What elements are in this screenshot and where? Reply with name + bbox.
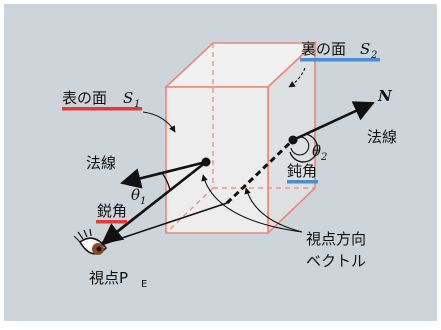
normal-vector-label: N: [377, 87, 393, 105]
obtuse-angle-label: 鈍角: [287, 162, 317, 180]
viewpoint-label: 視点P: [89, 269, 128, 287]
cube-front-face: [165, 86, 269, 234]
back-face-symbol: S: [360, 40, 370, 58]
acute-angle-label: 鋭角: [97, 202, 127, 220]
theta2-subscript: 2: [320, 152, 327, 163]
view-vector-arrow: [101, 160, 207, 245]
view-direction-label-line1: 視点方向: [306, 230, 366, 248]
acute-angle-arc: [161, 172, 171, 191]
back-face-leader: [288, 67, 306, 88]
theta1-label: θ: [131, 186, 140, 204]
obtuse-angle-arc-inner: [290, 136, 310, 156]
front-face-subscript: 1: [134, 99, 140, 110]
obtuse-angle-underline: [287, 180, 318, 184]
theta1-subscript: 1: [140, 196, 146, 207]
cube-hidden-edge: [165, 187, 214, 234]
view-direction-leader-1: [244, 187, 303, 233]
theta2-label: θ: [312, 142, 321, 160]
acute-angle-underline: [96, 220, 127, 224]
normal-left-label: 法線: [86, 154, 116, 172]
back-face-label: 裏の面: [301, 40, 346, 58]
obtuse-angle-arc: [289, 133, 319, 163]
eye-icon: [73, 228, 108, 255]
view-direction-label-line2: ベクトル: [306, 252, 366, 270]
back-face-subscript: 2: [370, 50, 377, 61]
viewpoint-subscript: E: [141, 279, 147, 290]
view-line-to-back: [225, 138, 295, 205]
front-face-leader: [142, 111, 176, 133]
front-face-underline: [62, 107, 142, 111]
normal-right-label: 法線: [367, 128, 397, 146]
cube: [163, 41, 318, 235]
view-direction-leader-2: [201, 174, 303, 233]
front-face-label: 表の面: [62, 89, 107, 107]
front-normal-arrow: [119, 160, 207, 189]
front-face-symbol: S: [123, 89, 133, 107]
back-face-underline: [300, 58, 380, 62]
